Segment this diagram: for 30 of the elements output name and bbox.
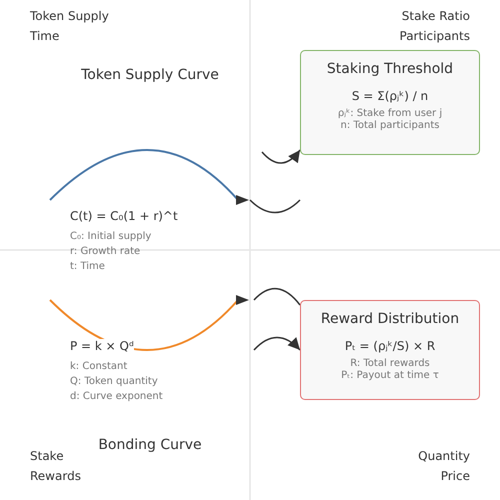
axis-label: Quantity bbox=[418, 449, 470, 464]
connector-arrow bbox=[253, 336, 301, 351]
axis-label: Stake bbox=[30, 449, 64, 464]
variable-note: r: Growth rate bbox=[70, 246, 140, 258]
section-title: Token Supply Curve bbox=[81, 67, 219, 84]
variable-note: C₀: Initial supply bbox=[70, 231, 152, 243]
box-title: Reward Distribution bbox=[320, 311, 460, 327]
variable-note: k: Constant bbox=[70, 361, 128, 373]
section-title: Bonding Curve bbox=[98, 437, 202, 454]
variable-note: n: Total participants bbox=[340, 120, 440, 131]
connector-arrow bbox=[261, 150, 301, 164]
axis-label: Price bbox=[440, 469, 470, 484]
formula-text: S = Σ(ρⱼᵏ) / n bbox=[350, 89, 430, 103]
axis-label: Time bbox=[30, 29, 60, 44]
axis-label: Participants bbox=[400, 29, 470, 44]
variable-note: Q: Token quantity bbox=[70, 376, 158, 388]
axis-label: Stake Ratio bbox=[402, 9, 470, 24]
variable-note: d: Curve exponent bbox=[70, 391, 163, 403]
variable-note: R: Total rewards bbox=[349, 358, 431, 369]
formula-text: Pₜ = (ρⱼᵏ/S) × R bbox=[344, 339, 436, 353]
formula-box bbox=[300, 300, 480, 400]
box-title: Staking Threshold bbox=[326, 61, 454, 77]
formula-box bbox=[300, 50, 480, 155]
variable-note: t: Time bbox=[70, 261, 105, 273]
formula-text: C(t) = C₀(1 + r)^t bbox=[70, 209, 178, 224]
axis-label: Rewards bbox=[30, 469, 81, 484]
axis-label: Token Supply bbox=[30, 9, 109, 24]
variable-note: ρⱼᵏ: Stake from user j bbox=[336, 108, 444, 119]
variable-note: Pₜ: Payout at time τ bbox=[340, 370, 440, 381]
formula-text: P = k × Qᵈ bbox=[70, 339, 134, 354]
